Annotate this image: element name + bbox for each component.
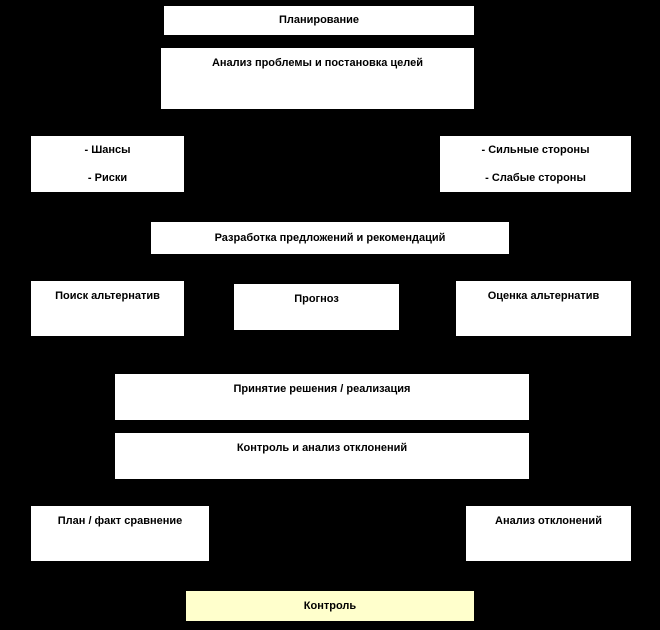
control-deviation-analysis-label: Контроль и анализ отклонений: [236, 442, 408, 454]
plan-fact-comparison-box: План / факт сравнение: [30, 505, 210, 562]
control-label: Контроль: [303, 599, 357, 612]
control-box: Контроль: [185, 590, 475, 622]
strengths-weaknesses-box: - Сильные стороны - Слабые стороны: [439, 135, 632, 193]
proposals-development-label: Разработка предложений и рекомендаций: [214, 231, 446, 244]
weaknesses-label: - Слабые стороны: [485, 172, 586, 184]
search-alternatives-box: Поиск альтернатив: [30, 280, 185, 337]
deviation-analysis-label: Анализ отклонений: [495, 515, 602, 527]
decision-implementation-label: Принятие решения / реализация: [233, 383, 411, 395]
forecast-box: Прогноз: [233, 283, 400, 331]
decision-implementation-box: Принятие решения / реализация: [114, 373, 530, 421]
problem-analysis-box: Анализ проблемы и постановка целей: [160, 47, 475, 110]
forecast-label: Прогноз: [294, 293, 339, 305]
deviation-analysis-box: Анализ отклонений: [465, 505, 632, 562]
planning-label: Планирование: [278, 14, 360, 26]
chances-risks-box: - Шансы - Риски: [30, 135, 185, 193]
evaluation-alternatives-label: Оценка альтернатив: [487, 290, 600, 302]
proposals-development-box: Разработка предложений и рекомендаций: [150, 221, 510, 255]
risks-label: - Риски: [87, 172, 128, 184]
evaluation-alternatives-box: Оценка альтернатив: [455, 280, 632, 337]
search-alternatives-label: Поиск альтернатив: [55, 290, 160, 302]
control-deviation-analysis-box: Контроль и анализ отклонений: [114, 432, 530, 480]
chances-label: - Шансы: [84, 144, 131, 156]
planning-box: Планирование: [163, 5, 475, 36]
strengths-label: - Сильные стороны: [481, 144, 590, 156]
plan-fact-comparison-label: План / факт сравнение: [57, 515, 183, 527]
problem-analysis-label: Анализ проблемы и постановка целей: [211, 57, 424, 69]
